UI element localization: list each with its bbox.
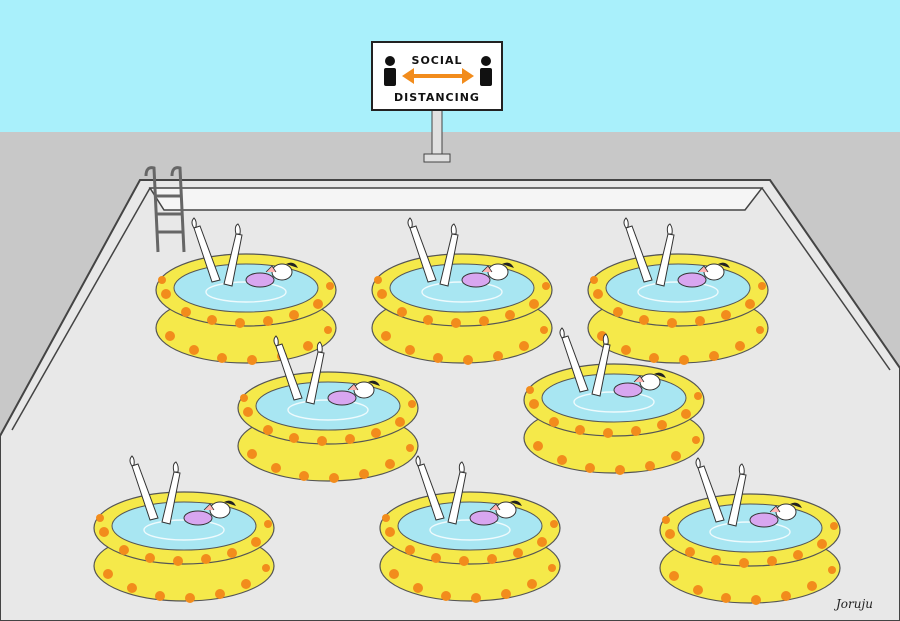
- artist-signature: Joruju: [833, 597, 873, 611]
- person-icon: [384, 56, 396, 86]
- sign-line-1: SOCIAL: [412, 54, 463, 67]
- sign-line-2: DISTANCING: [394, 91, 480, 104]
- pool-ladder-icon: [144, 166, 186, 253]
- sign-post: [431, 107, 443, 159]
- double-arrow-icon: [402, 68, 474, 84]
- person-icon: [480, 56, 492, 86]
- pool-back-wall: [148, 187, 764, 211]
